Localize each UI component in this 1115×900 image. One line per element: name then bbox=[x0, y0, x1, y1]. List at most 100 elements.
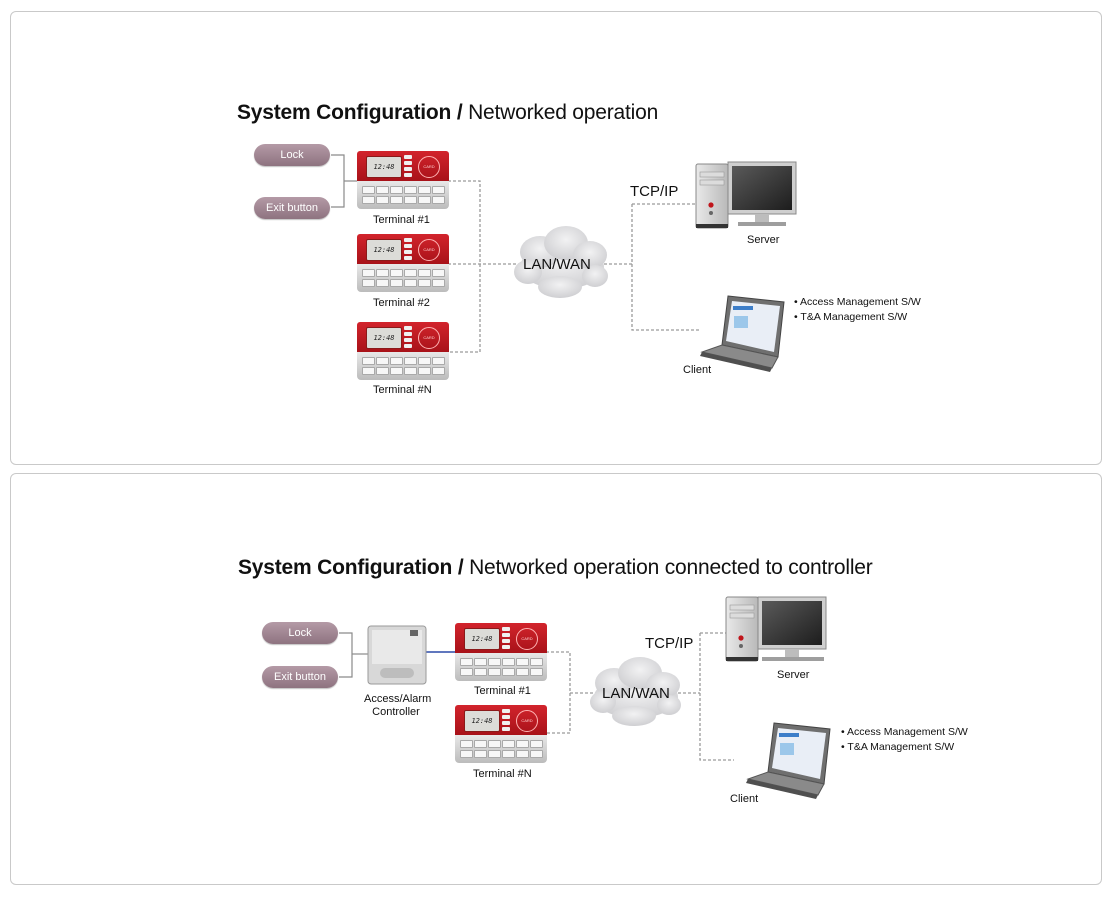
keypad-key bbox=[376, 186, 389, 194]
keypad-key bbox=[474, 668, 487, 676]
keypad-key bbox=[390, 269, 403, 277]
terminal-n-label-2: Terminal #N bbox=[473, 768, 532, 780]
lan-wan-cloud-2 bbox=[590, 657, 681, 726]
card-reader-icon: CARD bbox=[418, 239, 440, 261]
exit-button-pill-2: Exit button bbox=[262, 666, 338, 688]
software-list-2: • Access Management S/W • T&A Management… bbox=[841, 725, 968, 755]
keypad-key bbox=[390, 186, 403, 194]
keypad-key bbox=[362, 279, 375, 287]
keypad bbox=[357, 352, 449, 380]
lock-pill-1: Lock bbox=[254, 144, 330, 166]
keypad-key bbox=[460, 668, 473, 676]
keypad-key bbox=[502, 750, 515, 758]
keypad-key bbox=[516, 668, 529, 676]
keypad-key bbox=[530, 740, 543, 748]
lan-wan-label-1: LAN/WAN bbox=[523, 256, 591, 273]
terminal-lcd: 12:48 bbox=[366, 327, 402, 349]
keypad-key bbox=[530, 658, 543, 666]
keypad-key bbox=[362, 367, 375, 375]
keypad-key bbox=[362, 186, 375, 194]
software-list-1: • Access Management S/W • T&A Management… bbox=[794, 295, 921, 325]
exit-button-pill-1: Exit button bbox=[254, 197, 330, 219]
keypad-key bbox=[432, 279, 445, 287]
terminal-n-label: Terminal #N bbox=[373, 384, 432, 396]
keypad-key bbox=[418, 269, 431, 277]
panel2-title: System Configuration / Networked operati… bbox=[238, 556, 873, 580]
server-computer-2 bbox=[725, 596, 827, 662]
terminal-device-2: 12:48 CARD bbox=[357, 234, 449, 292]
server-label-1: Server bbox=[747, 234, 780, 246]
keypad-key bbox=[432, 357, 445, 365]
keypad-key bbox=[362, 357, 375, 365]
keypad-key bbox=[488, 658, 501, 666]
terminal-lcd: 12:48 bbox=[366, 239, 402, 261]
access-alarm-controller bbox=[367, 625, 427, 685]
keypad-key bbox=[362, 196, 375, 204]
keypad-key bbox=[474, 740, 487, 748]
software-item: • T&A Management S/W bbox=[794, 311, 908, 323]
keypad bbox=[357, 181, 449, 209]
keypad-key bbox=[418, 186, 431, 194]
keypad-key bbox=[376, 367, 389, 375]
keypad-key bbox=[390, 357, 403, 365]
software-item: • T&A Management S/W bbox=[841, 741, 955, 753]
keypad-key bbox=[376, 196, 389, 204]
terminal-1-label: Terminal #1 bbox=[373, 214, 430, 226]
client-laptop-2 bbox=[746, 722, 831, 799]
keypad bbox=[455, 735, 547, 763]
keypad-key bbox=[404, 269, 417, 277]
lock-wiring-2 bbox=[339, 632, 368, 678]
lan-wan-cloud-1 bbox=[514, 226, 608, 298]
keypad-key bbox=[376, 269, 389, 277]
software-item: • Access Management S/W bbox=[841, 726, 968, 738]
server-label-2: Server bbox=[777, 669, 810, 681]
keypad-key bbox=[488, 750, 501, 758]
keypad-key bbox=[376, 279, 389, 287]
keypad-key bbox=[516, 750, 529, 758]
keypad-key bbox=[404, 357, 417, 365]
keypad-key bbox=[502, 658, 515, 666]
keypad-key bbox=[418, 367, 431, 375]
keypad-key bbox=[488, 740, 501, 748]
keypad-key bbox=[376, 357, 389, 365]
keypad-key bbox=[418, 196, 431, 204]
lock-wiring-1 bbox=[331, 154, 357, 208]
keypad-key bbox=[460, 750, 473, 758]
lock-pill-2: Lock bbox=[262, 622, 338, 644]
keypad-key bbox=[404, 367, 417, 375]
panel2-title-subtitle: Networked operation connected to control… bbox=[469, 556, 873, 579]
terminal-1-label-2: Terminal #1 bbox=[474, 685, 531, 697]
keypad-key bbox=[432, 186, 445, 194]
client-label-1: Client bbox=[683, 364, 712, 376]
card-reader-icon: CARD bbox=[418, 156, 440, 178]
keypad-key bbox=[488, 668, 501, 676]
terminal-device-p2-1: 12:48 CARD bbox=[455, 623, 547, 681]
keypad-key bbox=[474, 658, 487, 666]
keypad-key bbox=[502, 668, 515, 676]
keypad-key bbox=[418, 279, 431, 287]
keypad-key bbox=[432, 367, 445, 375]
keypad-key bbox=[516, 740, 529, 748]
keypad-key bbox=[460, 740, 473, 748]
keypad-key bbox=[432, 269, 445, 277]
keypad bbox=[357, 264, 449, 292]
terminal-lcd: 12:48 bbox=[464, 628, 500, 650]
keypad-key bbox=[474, 750, 487, 758]
keypad-key bbox=[432, 196, 445, 204]
keypad-key bbox=[390, 367, 403, 375]
client-label-2: Client bbox=[730, 793, 759, 805]
terminal-device-1: 12:48 CARD bbox=[357, 151, 449, 209]
terminal-lcd: 12:48 bbox=[366, 156, 402, 178]
controller-label: Access/Alarm Controller bbox=[364, 693, 431, 719]
client-laptop-1 bbox=[700, 295, 785, 372]
panel1-title-bold: System Configuration / bbox=[237, 101, 463, 124]
keypad-key bbox=[404, 196, 417, 204]
keypad-key bbox=[390, 196, 403, 204]
keypad-key bbox=[502, 740, 515, 748]
terminal-network-lines-1 bbox=[448, 180, 700, 353]
software-item: • Access Management S/W bbox=[794, 296, 921, 308]
keypad-key bbox=[530, 668, 543, 676]
terminal-2-label: Terminal #2 bbox=[373, 297, 430, 309]
terminal-device-n: 12:48 CARD bbox=[357, 322, 449, 380]
